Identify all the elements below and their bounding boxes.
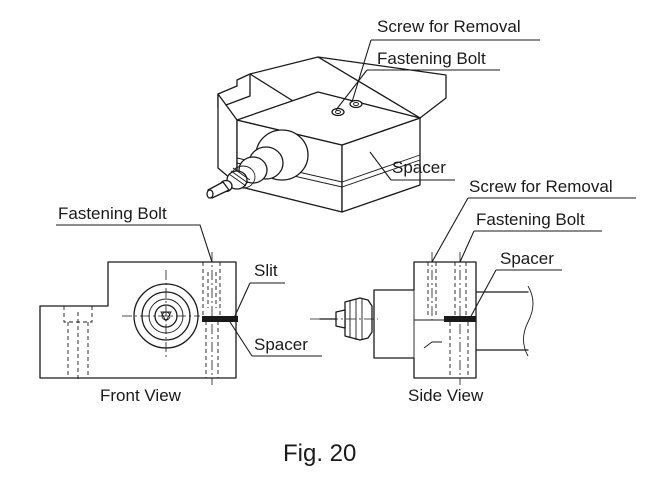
side-screw-removal-leader xyxy=(431,197,636,263)
side-tool xyxy=(310,297,378,341)
label-front-spacer: Spacer xyxy=(254,335,308,354)
figure-caption: Fig. 20 xyxy=(283,440,356,467)
iso-screw-removal-leader xyxy=(351,39,540,103)
front-spacer-leader xyxy=(229,321,322,357)
label-side-spacer: Spacer xyxy=(500,249,554,268)
side-spacer-leader xyxy=(469,269,562,319)
side-shank xyxy=(475,291,529,351)
label-front-view: Front View xyxy=(100,386,182,405)
front-slit-leader xyxy=(233,282,285,319)
front-spindle xyxy=(122,270,200,358)
front-view xyxy=(39,224,322,385)
iso-removal-screw-head xyxy=(349,99,363,109)
front-fastening-bolt-leader xyxy=(56,224,213,263)
label-iso-spacer: Spacer xyxy=(392,158,446,177)
iso-spindle xyxy=(206,129,309,199)
isometric-view xyxy=(206,39,540,213)
label-side-screw-for-removal: Screw for Removal xyxy=(469,177,613,196)
label-iso-fastening-bolt: Fastening Bolt xyxy=(377,49,486,68)
side-fastening-bolt-leader xyxy=(459,230,602,263)
iso-fastening-bolt-head xyxy=(331,107,345,117)
label-side-view: Side View xyxy=(408,386,484,405)
iso-spacer-leader xyxy=(369,151,455,181)
label-front-slit: Slit xyxy=(254,261,278,280)
iso-fastening-bolt-leader xyxy=(335,69,500,111)
label-side-fastening-bolt: Fastening Bolt xyxy=(476,210,585,229)
side-view xyxy=(310,197,636,385)
iso-block xyxy=(236,91,421,213)
label-front-fastening-bolt: Fastening Bolt xyxy=(58,204,167,223)
label-iso-screw-for-removal: Screw for Removal xyxy=(377,17,521,36)
